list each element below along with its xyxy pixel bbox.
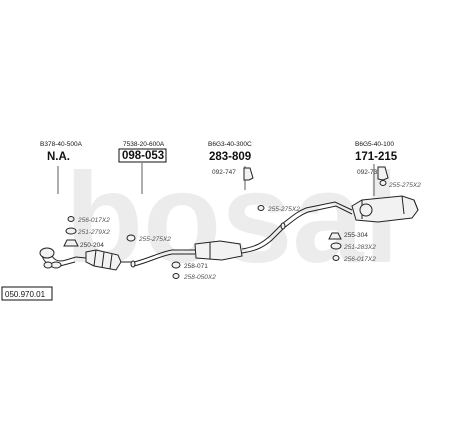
small-part-label: 256-017X2 bbox=[343, 256, 376, 263]
small-part-label: 251-283X2 bbox=[343, 244, 376, 251]
front-part-number: N.A. bbox=[47, 151, 70, 163]
clamp-icon bbox=[257, 205, 265, 211]
gasket-icon bbox=[330, 242, 342, 250]
catalog-ref-number: 050.970.01 bbox=[5, 290, 46, 299]
cat-part-box bbox=[118, 148, 167, 163]
small-part-label: 255-275X2 bbox=[388, 182, 421, 189]
small-part-label: 255-304 bbox=[344, 232, 368, 239]
center-rubber-mount bbox=[243, 167, 254, 181]
gasket-icon bbox=[171, 261, 181, 269]
small-part-label: 251-279X2 bbox=[77, 229, 110, 236]
center-part-number: 283-809 bbox=[209, 151, 251, 163]
catalog-ref-box bbox=[1, 286, 53, 301]
small-part-label: 258-050X2 bbox=[183, 274, 216, 281]
front-pipe-part bbox=[39, 247, 77, 269]
small-part-label: 258-071 bbox=[184, 263, 208, 270]
rear-pipe-part bbox=[280, 201, 353, 230]
small-part-group-center: 255-275X2 258-071 258-050X2 255-275X2 bbox=[126, 205, 300, 281]
gasket-icon bbox=[65, 227, 77, 235]
cat-oem-number: 7538-20-600A bbox=[123, 141, 165, 148]
small-part-label: 255-275X2 bbox=[267, 206, 300, 213]
catalytic-converter-part bbox=[75, 249, 134, 271]
small-part-group-left: 256-017X2 251-279X2 250-204 bbox=[63, 216, 110, 249]
clamp-icon bbox=[172, 273, 180, 279]
small-part-label: 255-275X2 bbox=[138, 236, 171, 243]
rear-oem-number: B6G5-40-100 bbox=[355, 141, 394, 148]
gasket-icon bbox=[328, 232, 342, 240]
small-part-group-right: 255-275X2 255-304 251-283X2 256-017X2 bbox=[328, 180, 421, 263]
center-oem-number: B6G3-40-300C bbox=[208, 141, 252, 148]
small-part-label: 256-017X2 bbox=[77, 217, 110, 224]
center-sub-part-number: 092-747 bbox=[212, 169, 236, 176]
rear-sub-part-number: 092-731 bbox=[357, 169, 381, 176]
rear-rubber-mount bbox=[377, 166, 389, 181]
clamp-icon bbox=[126, 234, 136, 242]
front-oem-number: B378-40-500A bbox=[40, 141, 83, 148]
clamp-icon bbox=[379, 180, 387, 186]
intermediate-pipe-part bbox=[130, 249, 195, 268]
cat-part-number: 098-053 bbox=[122, 150, 164, 162]
rear-part-number: 171-215 bbox=[355, 151, 398, 163]
small-part-label: 250-204 bbox=[80, 242, 104, 249]
center-silencer-part bbox=[194, 223, 285, 261]
gasket-icon bbox=[63, 239, 79, 247]
clamp-icon bbox=[67, 216, 75, 222]
rear-silencer-part bbox=[351, 195, 419, 223]
watermark-text: bosal bbox=[65, 147, 399, 290]
clamp-icon bbox=[332, 255, 340, 261]
